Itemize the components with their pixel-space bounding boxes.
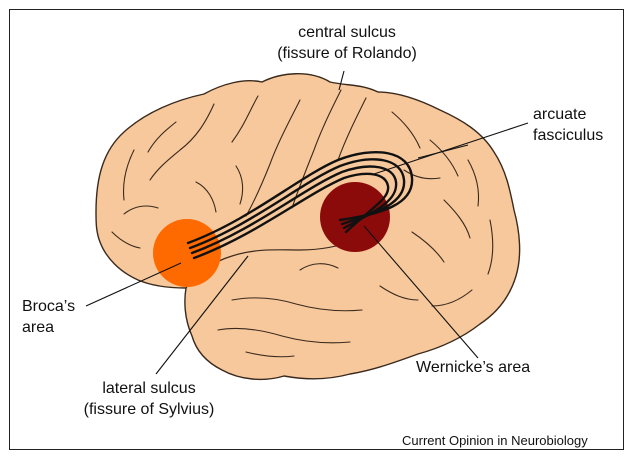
arcuate-fasciculus-label-line2: fasciculus (533, 125, 623, 146)
central-sulcus-label-line1: central sulcus (262, 22, 432, 43)
wernickes-area-label: Wernicke’s area (416, 357, 566, 378)
lateral-sulcus-label: lateral sulcus (fissure of Sylvius) (64, 378, 234, 420)
central-sulcus-label: central sulcus (fissure of Rolando) (262, 22, 432, 64)
brocas-area-label: Broca’s area (22, 296, 92, 338)
brain-outline (96, 74, 520, 380)
arcuate-fasciculus-label-line1: arcuate (533, 104, 623, 125)
journal-credit: Current Opinion in Neurobiology (402, 433, 612, 449)
lateral-sulcus-label-line1: lateral sulcus (64, 378, 234, 399)
brocas-area-label-line1: Broca’s (22, 296, 92, 317)
lateral-sulcus-label-line2: (fissure of Sylvius) (64, 399, 234, 420)
brocas-area-label-line2: area (22, 317, 92, 338)
arcuate-fasciculus-label: arcuate fasciculus (533, 104, 623, 146)
central-sulcus-label-line2: (fissure of Rolando) (262, 43, 432, 64)
brocas-area-region (153, 219, 221, 287)
